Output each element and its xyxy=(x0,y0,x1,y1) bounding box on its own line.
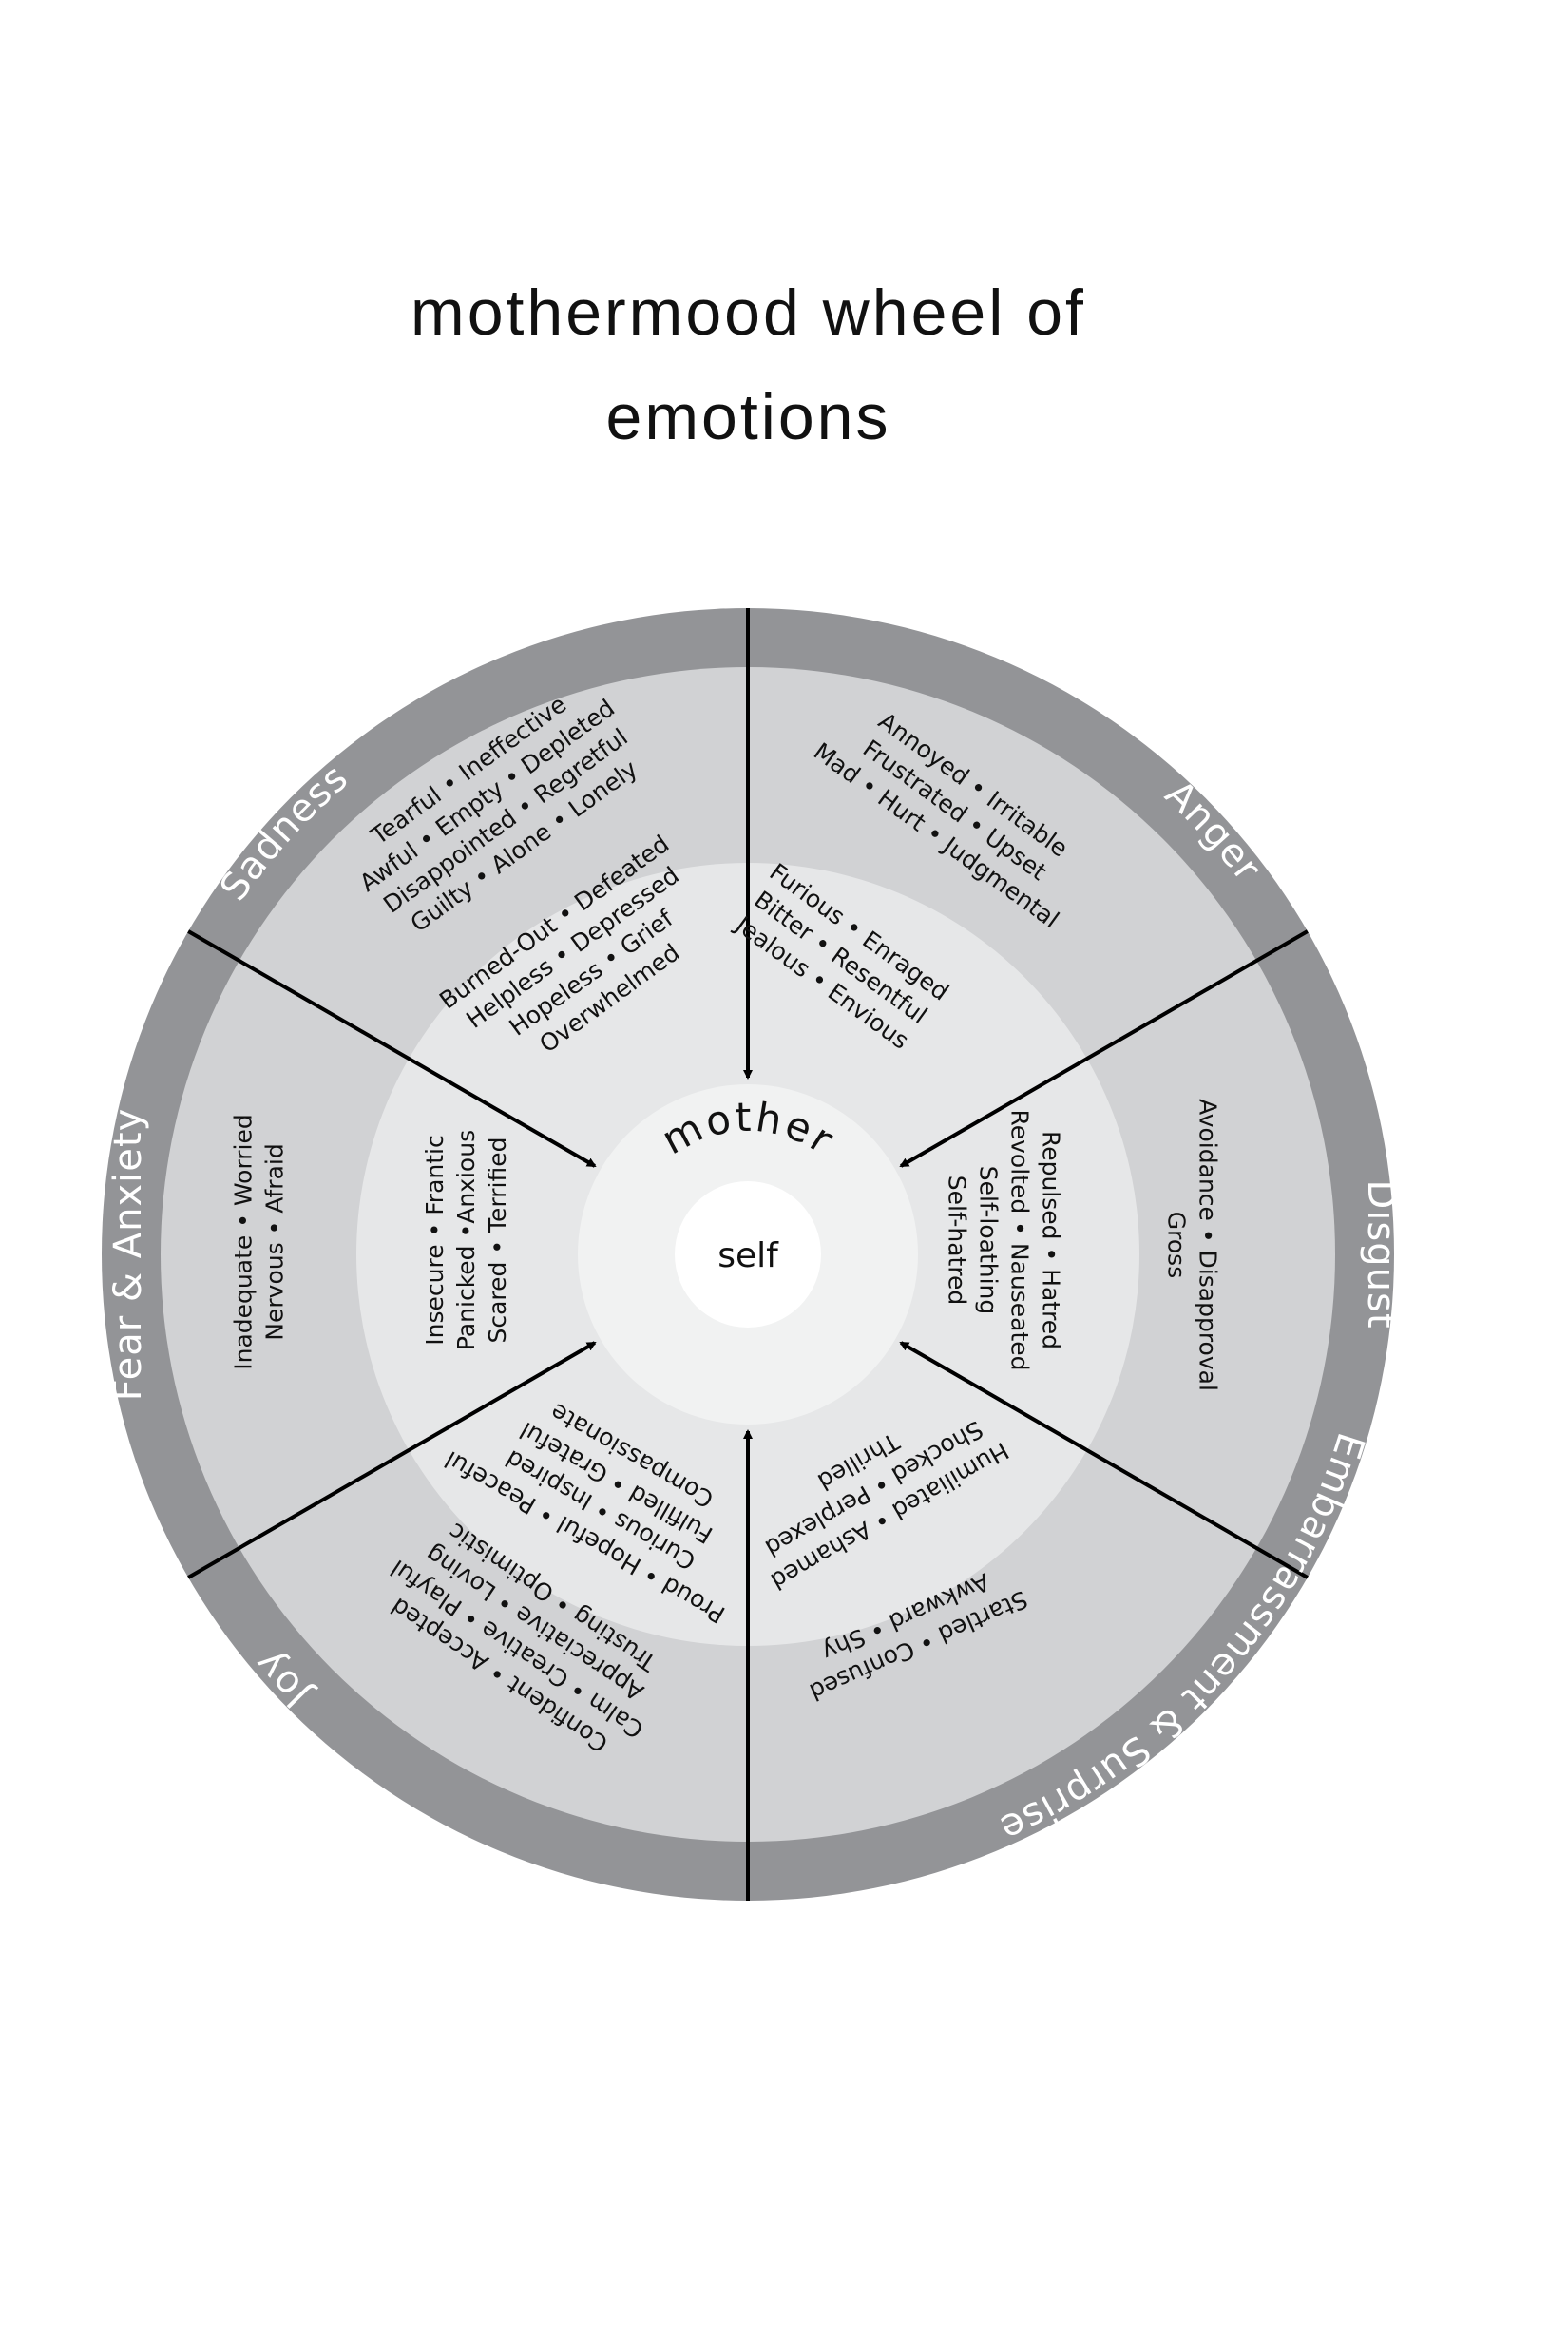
divider-arrow-2 xyxy=(899,1341,1309,1579)
self-circle xyxy=(675,1181,821,1328)
divider-arrow-1 xyxy=(899,929,1309,1168)
emotion-line: Self-loathing xyxy=(975,1166,1003,1315)
emotion-line: Avoidance • Disapproval xyxy=(1195,1099,1222,1391)
sector-dividers xyxy=(187,608,1309,1901)
emotion-line: Self-hatred xyxy=(944,1176,971,1306)
divider-arrow-4 xyxy=(187,1341,597,1579)
page-title-line-2: emotions xyxy=(605,381,891,453)
emotion-line: Repulsed • Hatred xyxy=(1038,1131,1065,1349)
emotion-line: Gross xyxy=(1163,1212,1191,1278)
emotion-line: Scared • Terrified xyxy=(484,1137,511,1343)
emotion-line: Panicked •Anxious xyxy=(452,1130,480,1350)
divider-arrow-5 xyxy=(187,929,597,1168)
emotion-line: Nervous • Afraid xyxy=(261,1143,289,1340)
category-label-disgust: Disgust xyxy=(1359,1179,1403,1329)
emotion-line: Insecure • Frantic xyxy=(421,1135,449,1345)
emotion-line: Revolted • Nauseated xyxy=(1006,1110,1034,1371)
center-label-self: self xyxy=(717,1236,779,1275)
category-label-fear-anxiety: Fear & Anxiety xyxy=(106,1108,150,1401)
emotion-line: Inadequate • Worried xyxy=(230,1114,258,1370)
page-title-line-1: mothermood wheel of xyxy=(411,277,1086,349)
